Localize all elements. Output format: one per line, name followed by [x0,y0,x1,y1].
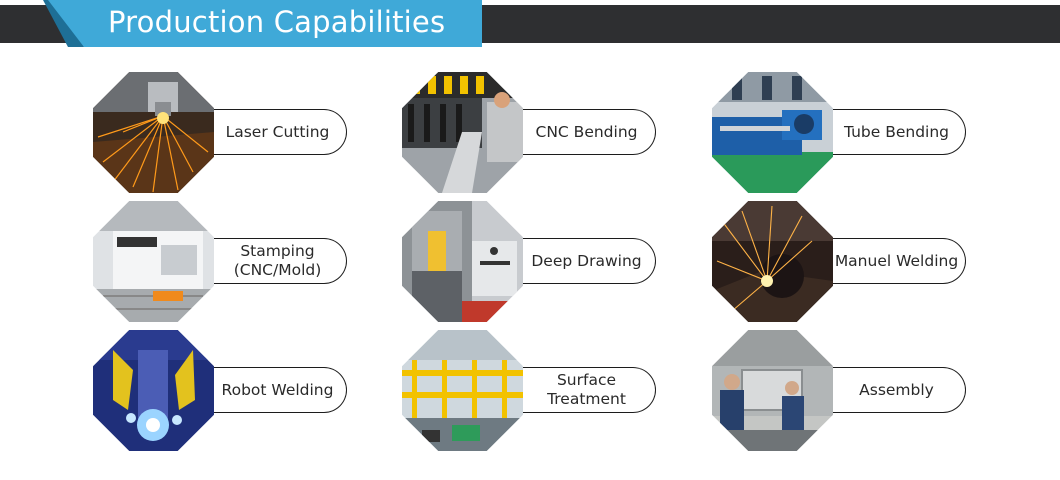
laser-cutting-photo [93,72,214,193]
capability-deep-drawing[interactable]: Deep Drawing [402,201,658,322]
capability-robot-welding[interactable]: Robot Welding [93,330,349,451]
cnc-bending-photo [402,72,523,193]
capability-surface-treatment[interactable]: Surface Treatment [402,330,658,451]
capability-label: Surface Treatment [547,371,626,408]
capability-stamping[interactable]: Stamping (CNC/Mold) [93,201,349,322]
surface-treatment-photo [402,330,523,451]
capability-manual-welding[interactable]: Manuel Welding [712,201,968,322]
capability-assembly[interactable]: Assembly [712,330,968,451]
manual-welding-photo [712,201,833,322]
page-title: Production Capabilities [108,5,446,39]
capability-label: Stamping (CNC/Mold) [233,242,322,279]
capability-laser-cutting[interactable]: Laser Cutting [93,72,349,193]
title-tab [48,0,482,47]
assembly-photo [712,330,833,451]
robot-welding-photo [93,330,214,451]
deep-drawing-photo [402,201,523,322]
capability-label: Laser Cutting [225,122,330,141]
capability-label: Deep Drawing [531,251,642,270]
capability-label: Tube Bending [843,122,950,141]
stamping-photo [93,201,214,322]
tube-bending-photo [712,72,833,193]
capability-label: CNC Bending [535,122,638,141]
capability-cnc-bending[interactable]: CNC Bending [402,72,658,193]
capability-label: Assembly [859,380,934,399]
capability-tube-bending[interactable]: Tube Bending [712,72,968,193]
capability-label: Robot Welding [221,380,334,399]
capability-label: Manuel Welding [834,251,959,270]
